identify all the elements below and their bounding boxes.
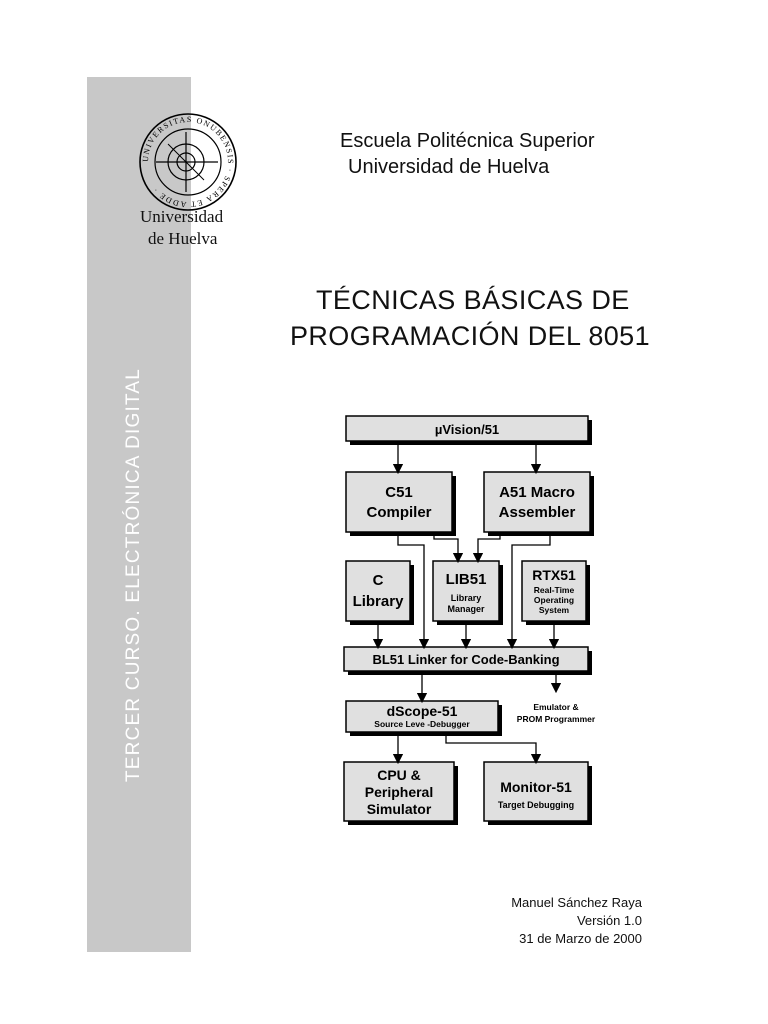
cpu-label-2: Peripheral (365, 784, 433, 800)
cpu-simulator-box (343, 761, 455, 822)
uvision-label: µVision/51 (435, 422, 499, 437)
lib51-label-3: Manager (447, 604, 485, 614)
c51-label-2: Compiler (366, 504, 431, 521)
university-seal-logo: UNIVERSITAS ONUBENSIS · SPERA ET ADDE · (139, 113, 237, 211)
c-library-label-2: Library (353, 593, 405, 610)
a51-assembler-box (483, 471, 591, 533)
document-version: Versión 1.0 (576, 913, 642, 928)
dscope-box (345, 700, 499, 733)
lib51-box (432, 560, 500, 622)
dscope-label-1: dScope-51 (387, 703, 458, 719)
bl51-linker-label: BL51 Linker for Code-Banking (372, 652, 559, 667)
cpu-label-3: Simulator (367, 801, 432, 817)
logo-name-line1: Universidad (140, 207, 224, 226)
uvision-box (345, 415, 589, 442)
toolchain-diagram: µVision/51 C51 Compiler A51 Macro Assemb… (343, 415, 596, 825)
rtx51-label-4: System (539, 605, 570, 615)
c-library-box (345, 560, 411, 622)
rtx51-label-1: RTX51 (532, 567, 576, 583)
monitor51-label-2: Target Debugging (498, 800, 574, 810)
rtx51-label-2: Real-Time (534, 585, 575, 595)
a51-label-2: Assembler (499, 504, 576, 521)
cpu-label-1: CPU & (377, 767, 421, 783)
author-name: Manuel Sánchez Raya (511, 895, 642, 910)
a51-label-1: A51 Macro (499, 484, 575, 501)
emulator-label-2: PROM Programmer (517, 714, 596, 724)
rtx51-box (521, 560, 587, 622)
dscope-label-2: Source Leve -Debugger (374, 719, 470, 729)
lib51-label-1: LIB51 (446, 571, 487, 588)
rtx51-label-3: Operating (534, 595, 574, 605)
course-vertical-label: TERCER CURSO. ELECTRÓNICA DIGITAL (123, 367, 144, 783)
monitor51-box (483, 761, 589, 822)
title-line1: TÉCNICAS BÁSICAS DE (316, 285, 630, 315)
university-name: Universidad de Huelva (348, 156, 550, 178)
emulator-label-1: Emulator & (533, 702, 578, 712)
logo-name-line2: de Huelva (148, 229, 218, 248)
title-line2: PROGRAMACIÓN DEL 8051 (290, 321, 651, 351)
school-name: Escuela Politécnica Superior (340, 130, 595, 152)
side-band (87, 77, 191, 952)
monitor51-label-1: Monitor-51 (500, 779, 572, 795)
document-date: 31 de Marzo de 2000 (519, 931, 642, 946)
c-library-label-1: C (373, 572, 384, 589)
lib51-label-2: Library (451, 593, 482, 603)
c51-label-1: C51 (385, 484, 413, 501)
c51-compiler-box (345, 471, 453, 533)
